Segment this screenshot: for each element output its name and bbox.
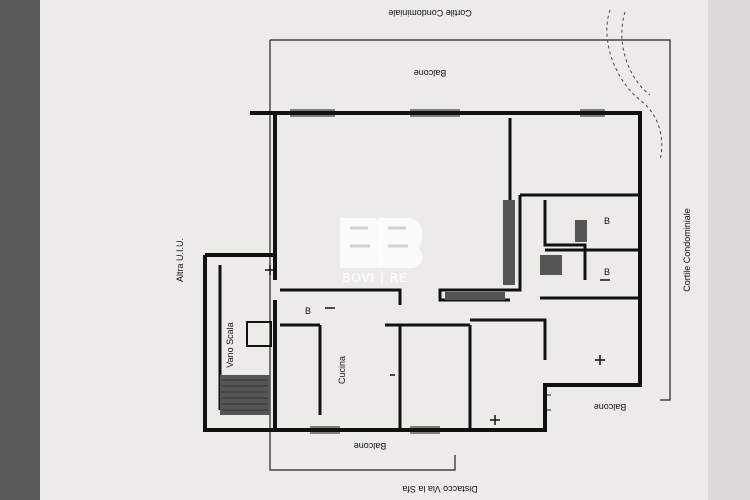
label-bagno-3: B: [604, 267, 610, 277]
label-balcone-top: Balcone: [414, 68, 447, 78]
stairs: [222, 379, 268, 411]
label-balcone-bottom: Balcone: [354, 441, 387, 451]
right-margin: [708, 0, 750, 500]
label-cortile-right: Cortile Condominiale: [682, 208, 692, 292]
label-vano-scala: Vano Scala: [225, 322, 235, 367]
label-balcone-right: Balcone: [594, 402, 627, 412]
apartment-walls: [203, 111, 642, 432]
windows: [290, 109, 605, 434]
courtyard-arc: [606, 9, 663, 161]
label-altra-uiu: Altra U.I.U.: [175, 238, 185, 282]
watermark-logo: [340, 218, 423, 268]
fixtures: [265, 265, 610, 425]
label-distacco: Distacco Via la Sfa: [402, 484, 477, 494]
label-bagno-2: B: [604, 216, 610, 226]
label-bagno-1: B: [305, 306, 311, 316]
watermark-brand: BOVI | RE: [342, 271, 408, 285]
left-margin: [0, 0, 40, 500]
label-cucina: Cucina: [337, 356, 347, 384]
structural-columns: [220, 200, 587, 415]
label-cortile-top: Cortile Condominiale: [388, 8, 472, 18]
